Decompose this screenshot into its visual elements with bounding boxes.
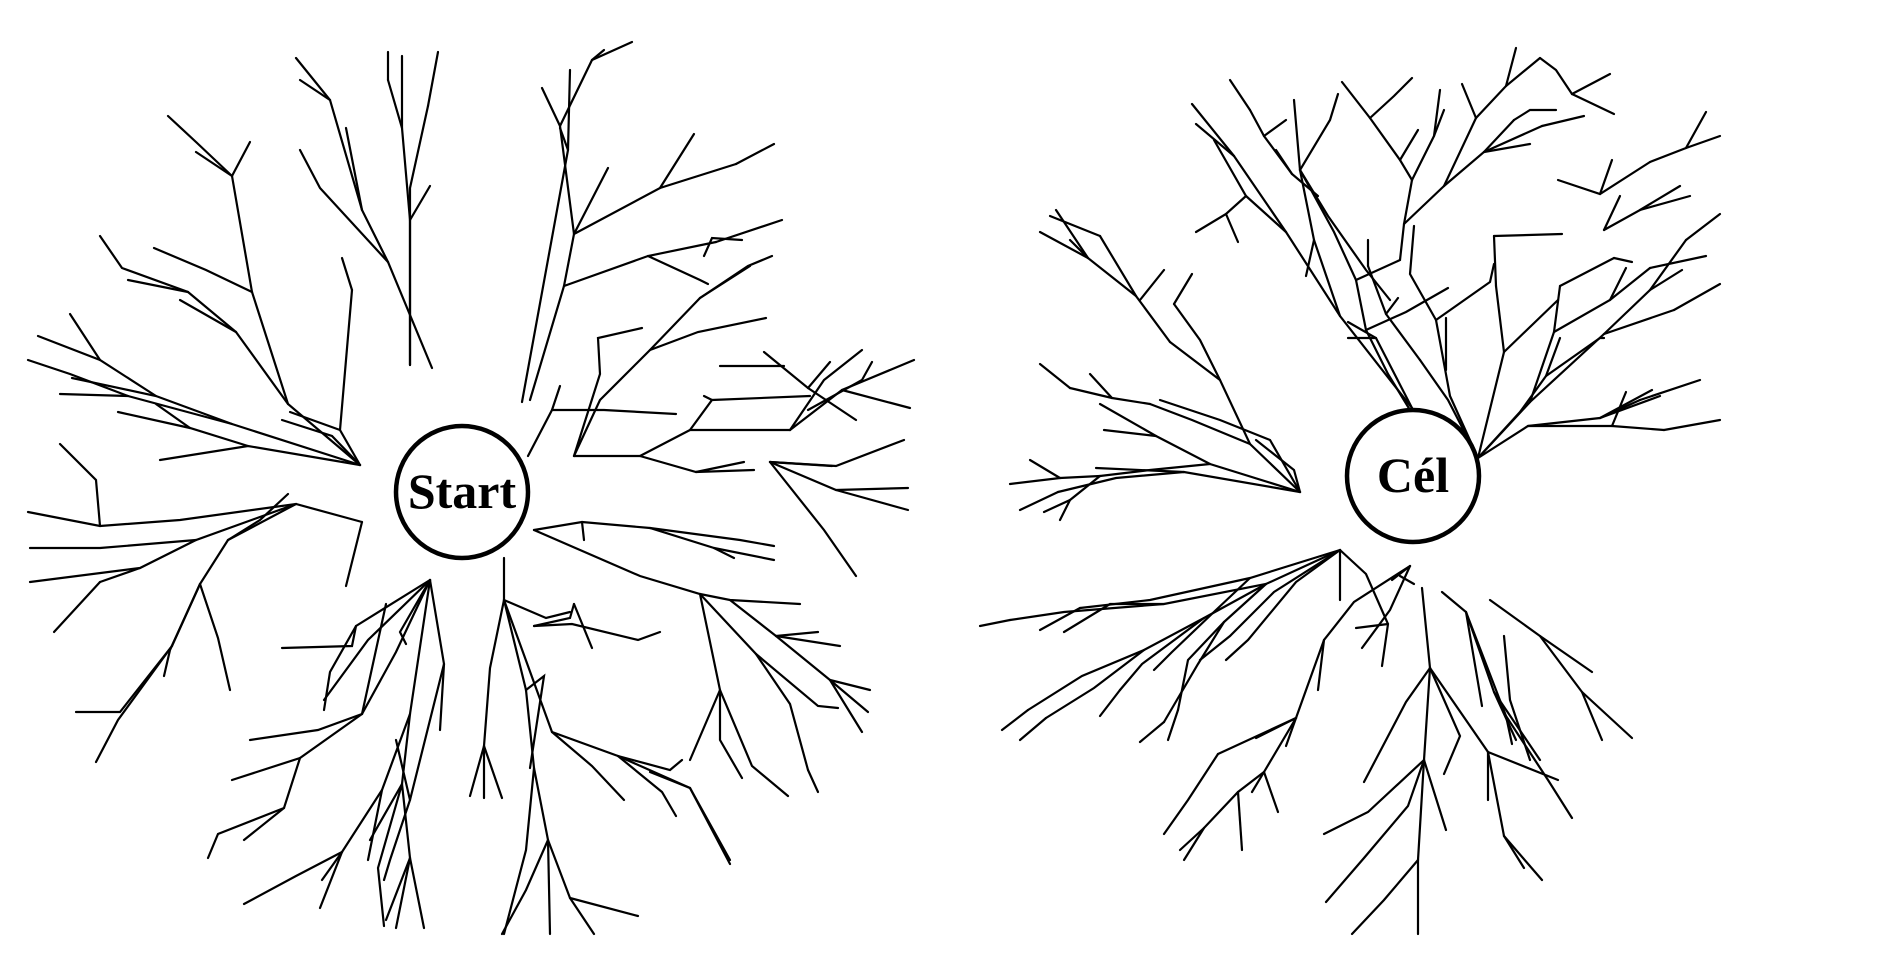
goal-tree-extra-branches — [978, 46, 1722, 744]
goal-node: Cél — [1344, 407, 1482, 545]
start-node-circle — [393, 423, 531, 561]
goal-node-label: Cél — [1377, 447, 1449, 503]
start-node-label: Start — [408, 463, 517, 519]
start-tree-branches — [26, 40, 916, 936]
goal-tree-branches — [1008, 98, 1722, 936]
start-node: Start — [393, 423, 531, 561]
goal-node-circle — [1344, 407, 1482, 545]
